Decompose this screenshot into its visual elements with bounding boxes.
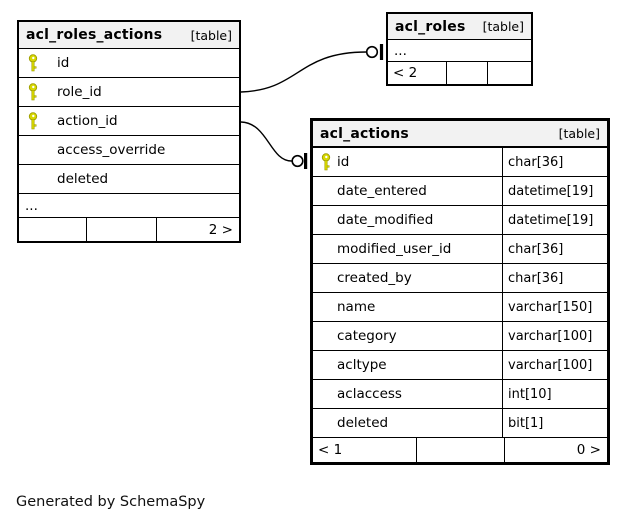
- generated-by-caption: Generated by SchemaSpy: [16, 494, 206, 510]
- column-name: aclaccess: [337, 386, 402, 402]
- column-name: id: [337, 154, 350, 170]
- column-type: datetime[19]: [508, 183, 594, 199]
- column-type: datetime[19]: [508, 212, 594, 228]
- relationship-connector-role-id: [240, 44, 384, 93]
- footer-cell-left: < 2: [388, 62, 447, 84]
- column-name: deleted: [337, 415, 389, 431]
- footer-cell-middle: [417, 438, 505, 462]
- column-name: action_id: [57, 113, 118, 129]
- primary-key-icon: [28, 83, 38, 101]
- table-name: acl_roles: [395, 18, 466, 35]
- column-row-aclaccess: aclaccess int[10]: [313, 380, 607, 409]
- column-row-category: category varchar[100]: [313, 322, 607, 351]
- column-row-deleted: deleted bit[1]: [313, 409, 607, 438]
- column-row-deleted: deleted: [19, 165, 239, 194]
- footer-cell-right: 2 >: [208, 221, 233, 238]
- column-type: int[10]: [508, 386, 552, 402]
- table-name: acl_actions: [320, 125, 409, 142]
- primary-key-icon: [321, 153, 331, 171]
- table-footer: 2 >: [19, 218, 239, 241]
- zero-cardinality-circle: [291, 154, 304, 168]
- column-row-id: id: [19, 49, 239, 78]
- column-name: access_override: [57, 142, 166, 158]
- column-row-name: name varchar[150]: [313, 293, 607, 322]
- footer-cell-left: [19, 218, 87, 241]
- primary-key-icon: [28, 54, 38, 72]
- column-name: name: [337, 299, 376, 315]
- column-name: acltype: [337, 357, 387, 373]
- footer-cell-left: < 1: [313, 438, 417, 462]
- column-row-action-id: action_id: [19, 107, 239, 136]
- column-row-date-entered: date_entered datetime[19]: [313, 177, 607, 206]
- column-name: created_by: [337, 270, 412, 286]
- footer-cell-right: [488, 62, 531, 84]
- table-header: acl_actions [table]: [313, 121, 607, 148]
- footer-cell-right: 0 >: [576, 442, 601, 458]
- column-type: varchar[100]: [508, 357, 593, 373]
- table-type-label: [table]: [558, 126, 600, 141]
- column-row-access-override: access_override: [19, 136, 239, 165]
- footer-cell-middle: [87, 218, 157, 241]
- column-row-id: id char[36]: [313, 148, 607, 177]
- column-row-role-id: role_id: [19, 78, 239, 107]
- footer-cell-middle: [447, 62, 488, 84]
- table-type-label: [table]: [190, 27, 232, 43]
- table-footer: < 2: [388, 62, 531, 84]
- column-type: varchar[150]: [508, 299, 593, 315]
- zero-cardinality-circle: [365, 45, 379, 59]
- column-name: deleted: [57, 171, 109, 187]
- table-type-label: [table]: [482, 19, 524, 34]
- column-type: char[36]: [508, 241, 564, 257]
- column-name: id: [57, 55, 70, 71]
- column-name: category: [337, 328, 397, 344]
- column-row-created-by: created_by char[36]: [313, 264, 607, 293]
- primary-key-icon: [28, 112, 38, 130]
- table-header: acl_roles_actions [table]: [19, 22, 239, 49]
- column-row-acltype: acltype varchar[100]: [313, 351, 607, 380]
- more-columns-indicator: ...: [388, 40, 531, 62]
- column-row-date-modified: date_modified datetime[19]: [313, 206, 607, 235]
- relationship-connector-action-id: [240, 121, 308, 169]
- table-footer: < 1 0 >: [313, 438, 607, 462]
- more-columns-indicator: ...: [19, 194, 239, 218]
- column-type: bit[1]: [508, 415, 544, 431]
- column-type: char[36]: [508, 270, 564, 286]
- table-acl-actions[interactable]: acl_actions [table] id char[36] date_ent…: [310, 118, 610, 465]
- column-name: date_entered: [337, 183, 427, 199]
- table-name: acl_roles_actions: [26, 27, 163, 43]
- column-name: modified_user_id: [337, 241, 452, 257]
- table-header: acl_roles [table]: [388, 14, 531, 40]
- column-type: char[36]: [508, 154, 564, 170]
- table-acl-roles-actions[interactable]: acl_roles_actions [table] id role_id: [17, 20, 241, 243]
- table-acl-roles[interactable]: acl_roles [table] ... < 2: [386, 12, 533, 86]
- column-type: varchar[100]: [508, 328, 593, 344]
- column-name: role_id: [57, 84, 102, 100]
- column-row-modified-user-id: modified_user_id char[36]: [313, 235, 607, 264]
- column-name: date_modified: [337, 212, 434, 228]
